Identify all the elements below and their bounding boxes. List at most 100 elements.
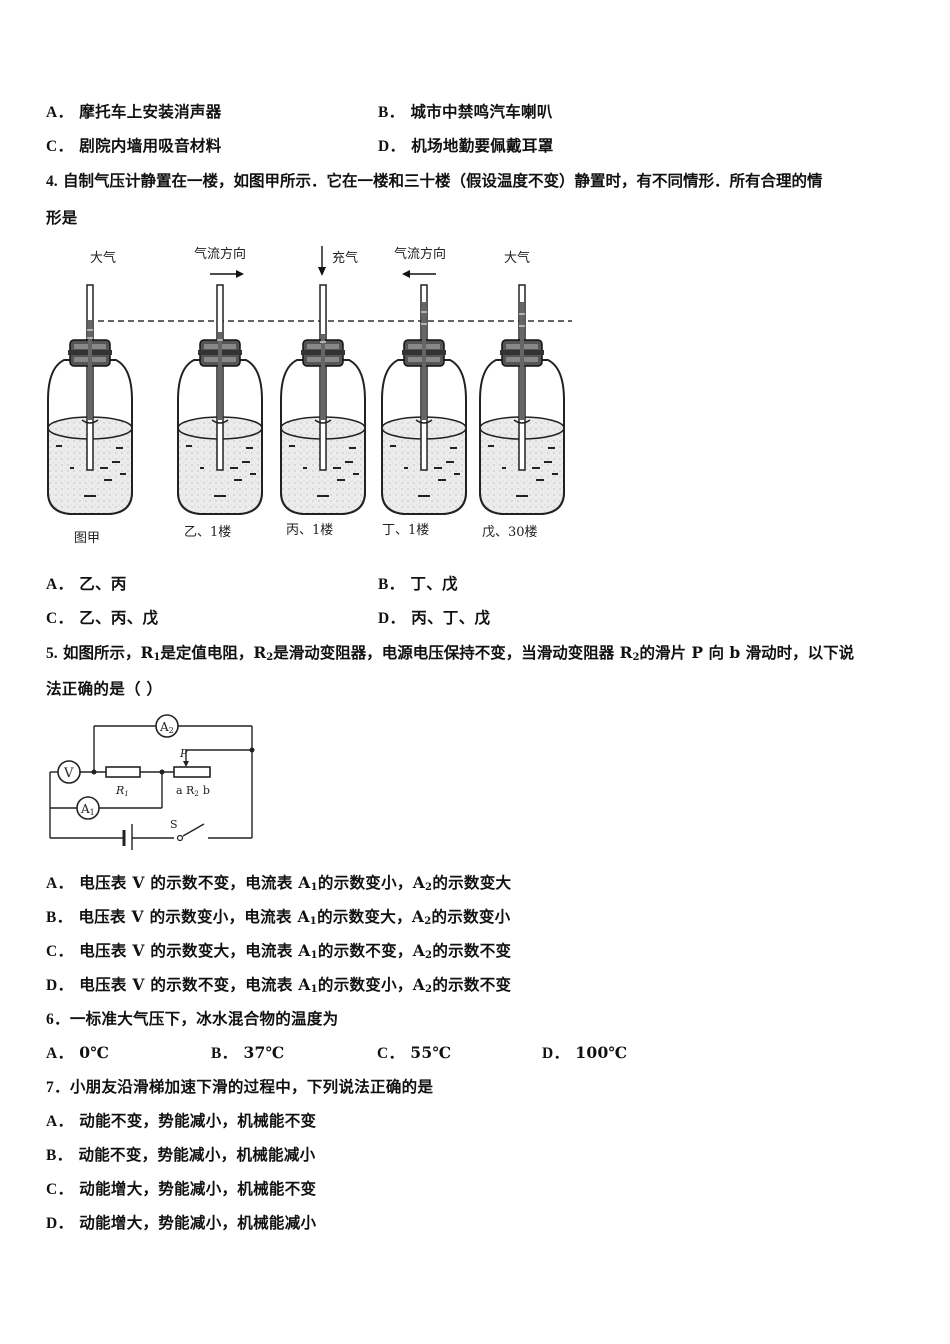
svg-text:A2: A2 (159, 720, 174, 735)
r1-label: R1 (115, 784, 129, 798)
bottle-bing (280, 284, 366, 515)
subscript: 1 (309, 916, 318, 927)
option-text: 剧院内墙用吸音材料 (79, 136, 222, 155)
option-text: 的示数不变，A (317, 941, 426, 960)
option-text: 的示数变小，A (317, 975, 426, 994)
barometer-figure: 大气 气流方向 充气 气流方向 大气 (44, 240, 574, 550)
caption-jia: 图甲 (74, 531, 100, 546)
q4-stem-line1: 4. 自制气压计静置在一楼，如图甲所示．它在一楼和三十楼（假设温度不变）静置时，… (46, 171, 823, 192)
subscript: 1 (310, 984, 318, 995)
option-text: 电压表 V 的示数变小，电流表 A (78, 907, 310, 926)
option-text: 机场地勤要佩戴耳罩 (411, 136, 554, 155)
bottle-jia (47, 284, 133, 515)
q7-option-b: B． 动能不变，势能减小，机械能减小 (46, 1145, 315, 1166)
caption-yi: 乙、1楼 (184, 525, 231, 540)
switch-icon (176, 834, 184, 842)
question-text: 小朋友沿滑梯加速下滑的过程中，下列说法正确的是 (69, 1077, 434, 1096)
option-text: 乙、丙、戊 (79, 608, 159, 627)
option-label: D． (46, 1215, 74, 1232)
subscript: 1 (153, 652, 161, 663)
option-label: C． (377, 1045, 405, 1062)
subscript: 2 (632, 652, 640, 663)
option-text: 动能增大，势能减小，机械能不变 (79, 1179, 317, 1198)
option-text: 0℃ (79, 1043, 110, 1062)
option-label: A． (46, 875, 74, 892)
arrow-right-icon (210, 270, 244, 278)
question-text: 形是 (46, 208, 78, 227)
q5-stem-line1: 5. 如图所示，R1是定值电阻，R2是滑动变阻器，电源电压保持不变，当滑动变阻器… (46, 643, 854, 668)
option-label: C． (46, 610, 74, 627)
label-airflow-left: 气流方向 (394, 246, 446, 262)
option-label: A． (46, 576, 74, 593)
option-text: 电压表 V 的示数不变，电流表 A (79, 873, 311, 892)
caption-ding: 丁、1楼 (382, 523, 429, 538)
rheostat-r2 (173, 766, 211, 778)
question-number: 6． (46, 1011, 70, 1028)
label-atmosphere-left: 大气 (90, 250, 116, 266)
option-label: C． (46, 1181, 74, 1198)
option-label: A． (46, 104, 74, 121)
ammeter-a2-icon: A2 (155, 714, 179, 738)
option-label: B． (46, 1147, 73, 1164)
q4-stem-line2: 形是 (46, 208, 78, 228)
q7-stem: 7．小朋友沿滑梯加速下滑的过程中，下列说法正确的是 (46, 1077, 433, 1098)
option-text: 37℃ (243, 1043, 285, 1062)
bottle-ding (381, 284, 467, 515)
bottle-yi (177, 284, 263, 515)
slider-p-label: P (179, 747, 188, 760)
option-text: 的示数变小，A (317, 873, 426, 892)
q4-option-b: B．丁、戊 (378, 574, 458, 595)
question-text: 如图所示，R (63, 643, 154, 662)
option-label: A． (46, 1113, 74, 1130)
q6-stem: 6．一标准大气压下，冰水混合物的温度为 (46, 1009, 338, 1030)
option-text: 电压表 V 的示数变大，电流表 A (79, 941, 311, 960)
subscript: 1 (310, 950, 318, 961)
subscript: 1 (310, 882, 318, 893)
question-text: 自制气压计静置在一楼，如图甲所示．它在一楼和三十楼（假设温度不变）静置时，有不同… (63, 171, 823, 190)
q6-option-a: A．0℃ (46, 1043, 109, 1064)
option-text: 电压表 V 的示数不变，电流表 A (79, 975, 311, 994)
option-label: B． (378, 576, 405, 593)
slider-arrow-icon (183, 761, 189, 767)
q3-option-d: D．机场地勤要佩戴耳罩 (378, 136, 554, 157)
q3-option-b: B．城市中禁鸣汽车喇叭 (378, 102, 553, 123)
subscript: 2 (424, 916, 432, 927)
option-text: 的示数变大，A (317, 907, 425, 926)
option-text: 的示数变小 (431, 907, 511, 926)
q6-option-b: B．37℃ (211, 1043, 285, 1064)
caption-wu: 戊、30楼 (482, 525, 538, 540)
question-text: 的滑片 P 向 b 滑动时，以下说 (639, 643, 855, 662)
option-text: 动能不变，势能减小，机械能减小 (78, 1145, 316, 1164)
q4-option-d: D．丙、丁、戊 (378, 608, 490, 629)
option-text: 的示数不变 (432, 975, 512, 994)
voltmeter-v-icon: V (57, 760, 81, 784)
q5-option-a: A． 电压表 V 的示数不变，电流表 A1的示数变小，A2的示数变大 (46, 873, 511, 898)
option-label: D． (46, 977, 74, 994)
q7-option-a: A． 动能不变，势能减小，机械能不变 (46, 1111, 316, 1132)
q4-option-c: C． 乙、丙、戊 (46, 608, 158, 629)
subscript: 2 (425, 882, 433, 893)
option-text: 100℃ (575, 1043, 628, 1062)
option-text: 摩托车上安装消声器 (79, 102, 222, 121)
option-text: 55℃ (410, 1043, 452, 1062)
ammeter-a1-icon: A1 (76, 796, 100, 820)
option-text: 的示数不变 (432, 941, 512, 960)
caption-bing: 丙、1楼 (286, 523, 333, 538)
label-atmosphere-right: 大气 (504, 250, 530, 266)
question-text: 法正确的是（ ） (46, 679, 163, 698)
q7-option-c: C． 动能增大，势能减小，机械能不变 (46, 1179, 316, 1200)
option-label: C． (46, 138, 74, 155)
q5-option-c: C．电压表 V 的示数变大，电流表 A1的示数不变，A2的示数不变 (46, 941, 511, 966)
q3-option-a: A． 摩托车上安装消声器 (46, 102, 222, 123)
option-text: 城市中禁鸣汽车喇叭 (410, 102, 553, 121)
svg-text:A1: A1 (80, 802, 95, 817)
option-text: 动能不变，势能减小，机械能不变 (79, 1111, 317, 1130)
label-airflow-right: 气流方向 (194, 246, 246, 262)
q5-option-d: D．电压表 V 的示数不变，电流表 A1的示数变小，A2的示数不变 (46, 975, 511, 1000)
option-text: 的示数变大 (432, 873, 512, 892)
option-label: B． (46, 909, 73, 926)
resistor-r1 (105, 766, 141, 778)
option-text: 乙、丙 (79, 574, 127, 593)
